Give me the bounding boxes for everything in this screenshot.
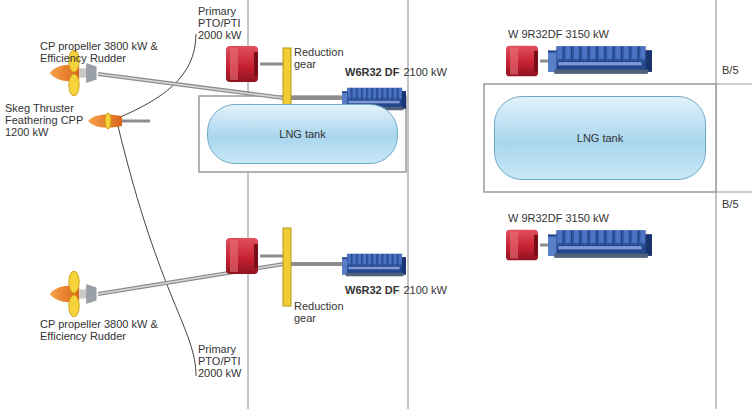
gear-label: Reduction gear bbox=[294, 300, 342, 324]
power-label: 2100 kW bbox=[403, 284, 446, 296]
tank-label: LNG tank bbox=[279, 128, 325, 140]
gear-label: Reduction gear bbox=[294, 46, 342, 70]
pto-label: Primary PTO/PTI 2000 kW bbox=[198, 5, 244, 41]
lng-tank: LNG tank bbox=[494, 96, 706, 180]
propeller-label: CP propeller 3800 kW & Efficiency Rudder bbox=[40, 40, 158, 64]
thruster-label: Skeg Thruster Feathering CPP 1200 kW bbox=[5, 102, 85, 138]
dimension-label: B/5 bbox=[722, 64, 739, 76]
power-label: 2100 kW bbox=[403, 66, 446, 78]
genset-label: W 9R32DF 3150 kW bbox=[508, 28, 609, 40]
tank-label: LNG tank bbox=[577, 132, 623, 144]
propeller-label: CP propeller 3800 kW & Efficiency Rudder bbox=[40, 318, 158, 342]
lng-tank: LNG tank bbox=[207, 104, 398, 164]
pto-label: Primary PTO/PTI 2000 kW bbox=[198, 343, 244, 379]
engine-label: W6R32 DF bbox=[345, 284, 399, 296]
engine-label: W6R32 DF bbox=[345, 66, 399, 78]
dimension-label: B/5 bbox=[722, 198, 739, 210]
genset-label: W 9R32DF 3150 kW bbox=[508, 212, 609, 224]
